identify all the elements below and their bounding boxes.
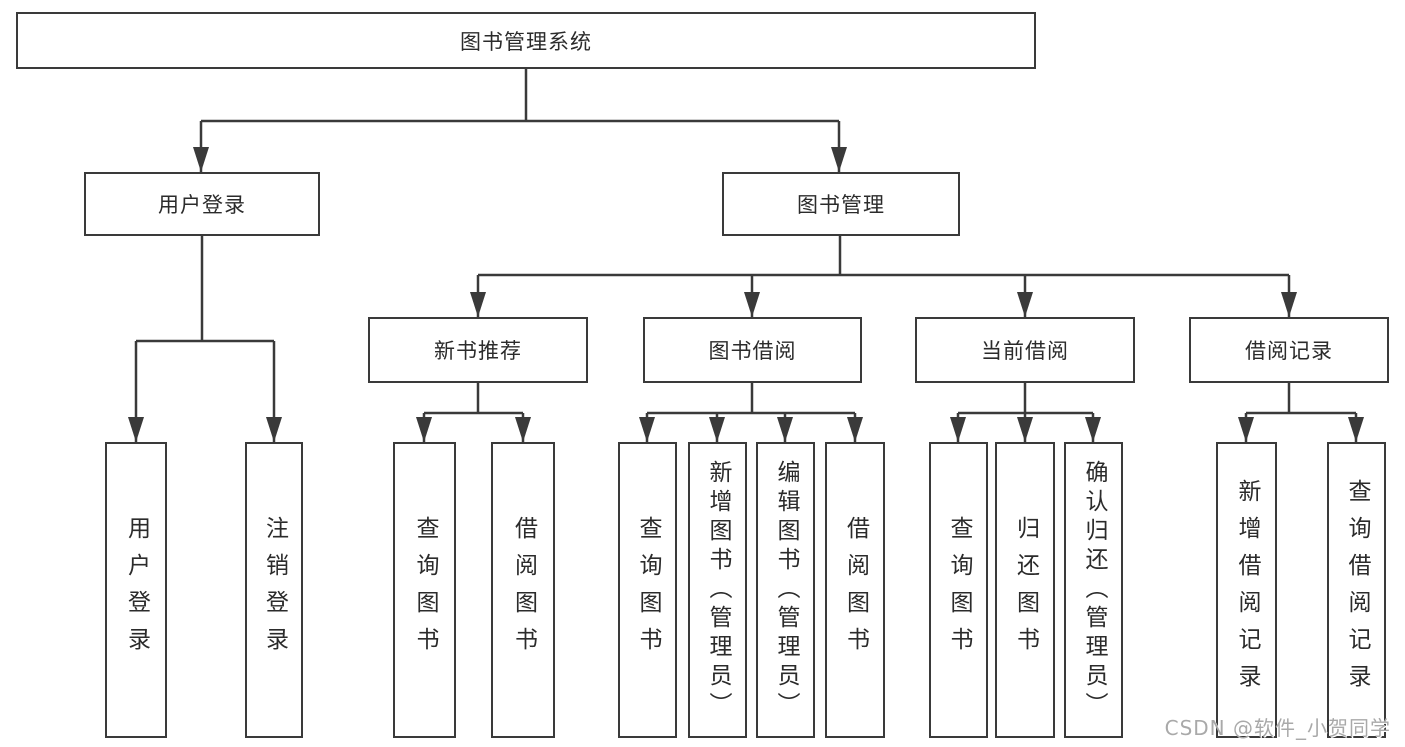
node-new-book-rec: 新书推荐 — [368, 317, 588, 383]
leaf-br-add-record: 新增借阅记录 — [1216, 442, 1277, 738]
leaf-logout-label: 注销登录 — [261, 516, 288, 664]
node-current-borrow-label: 当前借阅 — [981, 339, 1069, 363]
node-borrow-records: 借阅记录 — [1189, 317, 1389, 383]
connector-new-book-rec — [416, 383, 531, 442]
leaf-nbr-borrow-books-label: 借阅图书 — [510, 516, 537, 664]
connector-root — [193, 69, 847, 172]
leaf-br-add-record-label: 新增借阅记录 — [1234, 479, 1260, 701]
leaf-nbr-query-books: 查询图书 — [393, 442, 456, 738]
node-book-borrow: 图书借阅 — [643, 317, 862, 383]
node-book-borrow-label: 图书借阅 — [708, 339, 797, 363]
leaf-user-login: 用户登录 — [105, 442, 167, 738]
leaf-nbr-borrow-books: 借阅图书 — [491, 442, 555, 738]
leaf-cb-return-books: 归还图书 — [995, 442, 1055, 738]
connector-borrow-records — [1238, 383, 1364, 442]
leaf-cb-confirm-return-admin-label: 确认归还（管理员） — [1081, 459, 1107, 721]
connector-book-borrow — [639, 383, 863, 442]
node-new-book-rec-label: 新书推荐 — [434, 339, 522, 363]
node-current-borrow: 当前借阅 — [915, 317, 1135, 383]
leaf-bb-borrow-books: 借阅图书 — [825, 442, 885, 738]
leaf-cb-query-books: 查询图书 — [929, 442, 988, 738]
connector-book-mgmt — [470, 236, 1297, 317]
leaf-bb-edit-books-admin-label: 编辑图书（管理员） — [773, 459, 799, 721]
leaf-bb-add-books-admin: 新增图书（管理员） — [688, 442, 747, 738]
leaf-bb-query-books: 查询图书 — [618, 442, 677, 738]
node-root: 图书管理系统 — [16, 12, 1036, 69]
leaf-bb-query-books-label: 查询图书 — [635, 516, 661, 664]
leaf-bb-add-books-admin-label: 新增图书（管理员） — [705, 459, 731, 721]
node-borrow-records-label: 借阅记录 — [1245, 339, 1333, 363]
leaf-user-login-label: 用户登录 — [123, 516, 150, 664]
leaf-cb-confirm-return-admin: 确认归还（管理员） — [1064, 442, 1123, 738]
leaf-nbr-query-books-label: 查询图书 — [412, 516, 438, 664]
leaf-logout: 注销登录 — [245, 442, 303, 738]
node-user-login: 用户登录 — [84, 172, 320, 236]
leaf-cb-return-books-label: 归还图书 — [1012, 516, 1039, 664]
connector-current-borrow — [950, 383, 1101, 442]
leaf-cb-query-books-label: 查询图书 — [946, 516, 972, 664]
connector-user-login — [128, 236, 282, 442]
csdn-watermark: CSDN @软件_小贺同学 — [1164, 716, 1391, 740]
node-book-mgmt-label: 图书管理 — [797, 193, 885, 217]
leaf-bb-borrow-books-label: 借阅图书 — [842, 516, 869, 664]
node-book-mgmt: 图书管理 — [722, 172, 960, 236]
node-user-login-label: 用户登录 — [158, 193, 246, 217]
leaf-bb-edit-books-admin: 编辑图书（管理员） — [756, 442, 815, 738]
node-root-label: 图书管理系统 — [460, 29, 592, 54]
leaf-br-query-record-label: 查询借阅记录 — [1344, 479, 1370, 701]
leaf-br-query-record: 查询借阅记录 — [1327, 442, 1386, 738]
